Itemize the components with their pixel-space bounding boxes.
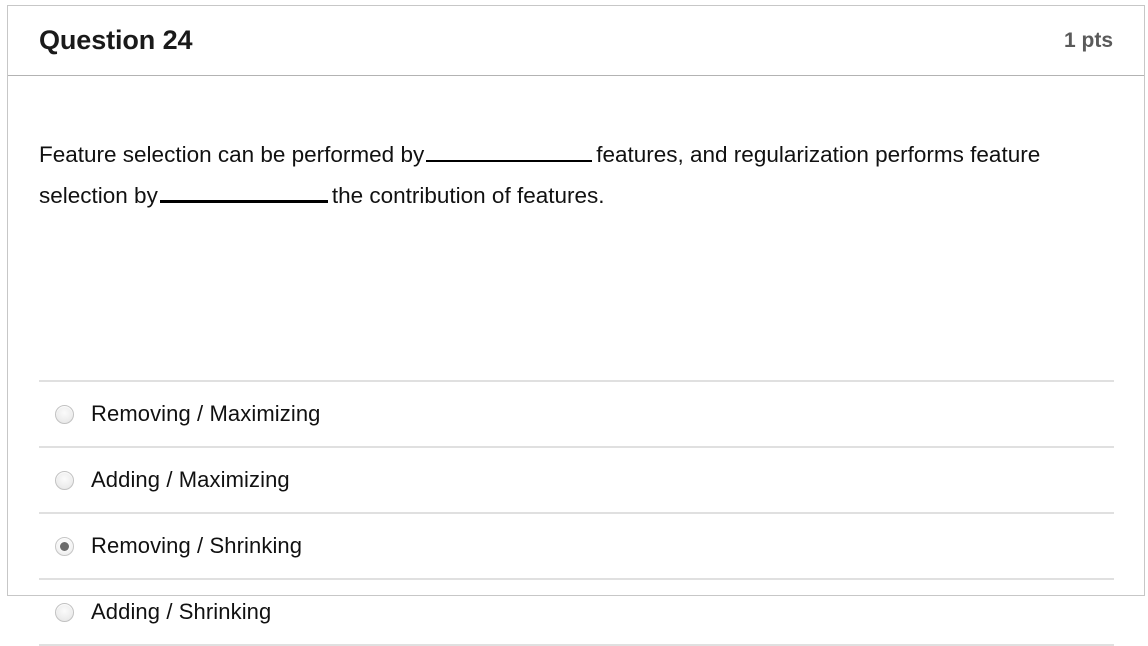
prompt-segment-3: the contribution of features. bbox=[331, 183, 605, 208]
blank-field-2 bbox=[159, 180, 328, 203]
question-card: Question 24 1 pts Feature selection can … bbox=[7, 5, 1145, 646]
answer-option-2[interactable]: Adding / Maximizing bbox=[39, 446, 1114, 512]
answer-option-4[interactable]: Adding / Shrinking bbox=[39, 578, 1114, 646]
radio-button-icon[interactable] bbox=[55, 470, 74, 490]
answer-option-label: Adding / Maximizing bbox=[91, 467, 290, 492]
radio-button-icon[interactable] bbox=[55, 602, 74, 622]
prompt-segment-2: features, and regularization performs fe… bbox=[39, 142, 1041, 208]
radio-button-selected-icon[interactable] bbox=[55, 536, 74, 556]
answer-option-label: Adding / Shrinking bbox=[91, 599, 272, 624]
question-header: Question 24 1 pts bbox=[8, 6, 1144, 76]
radio-button-icon[interactable] bbox=[55, 404, 74, 424]
answer-option-3[interactable]: Removing / Shrinking bbox=[39, 512, 1114, 578]
answer-option-1[interactable]: Removing / Maximizing bbox=[39, 380, 1114, 446]
points-badge: 1 pts bbox=[1063, 29, 1113, 52]
answer-option-label: Removing / Shrinking bbox=[91, 533, 303, 558]
answer-options-list: Removing / Maximizing Adding / Maximizin… bbox=[39, 380, 1114, 646]
blank-field-1 bbox=[426, 140, 593, 162]
answer-option-label: Removing / Maximizing bbox=[91, 401, 321, 426]
page-title: Question 24 bbox=[39, 25, 193, 55]
prompt-segment-1: Feature selection can be performed by bbox=[39, 142, 425, 167]
